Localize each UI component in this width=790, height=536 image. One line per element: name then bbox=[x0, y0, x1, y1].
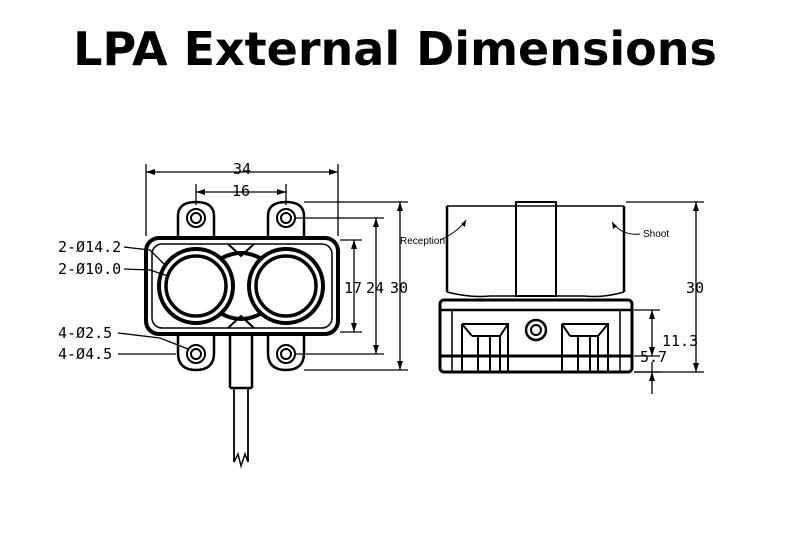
side-center-column bbox=[515, 201, 557, 297]
side-base-edges bbox=[451, 310, 621, 372]
label-mount-inner: 4-Ø2.5 bbox=[58, 324, 112, 342]
dim-line-24 bbox=[296, 217, 384, 355]
front-body-outline bbox=[144, 236, 340, 336]
lens-bridge-notch bbox=[227, 243, 255, 329]
dim-line-34 bbox=[145, 164, 339, 236]
dim-line-30 bbox=[304, 201, 408, 371]
lens-bridge bbox=[221, 251, 261, 321]
label-height-body: 17 bbox=[344, 279, 362, 297]
top-left-mount-hole-outer bbox=[186, 208, 206, 228]
page-title: LPA External Dimensions bbox=[73, 22, 717, 76]
right-lens-outer bbox=[247, 247, 325, 325]
bottom-right-ear bbox=[266, 333, 306, 372]
top-right-mount-hole-inner bbox=[280, 212, 292, 224]
side-left-clip bbox=[461, 323, 509, 372]
label-lens-outer: 2-Ø14.2 bbox=[58, 238, 121, 256]
side-dim-arrow-5-7 bbox=[649, 372, 655, 381]
side-label-height-total: 30 bbox=[686, 279, 704, 297]
cable bbox=[233, 388, 249, 462]
label-height-total: 30 bbox=[390, 279, 408, 297]
top-left-ear bbox=[176, 200, 216, 240]
label-lens-inner: 2-Ø10.0 bbox=[58, 260, 121, 278]
label-mount-outer: 4-Ø4.5 bbox=[58, 345, 112, 363]
side-base-outline bbox=[438, 298, 634, 374]
side-right-clip bbox=[561, 323, 609, 372]
side-label-base-offset: 5.7 bbox=[640, 348, 667, 366]
cable-strain-relief bbox=[228, 336, 254, 390]
right-lens-inner bbox=[254, 254, 318, 318]
top-right-mount-hole-outer bbox=[276, 208, 296, 228]
side-dim-line-5-7 bbox=[634, 362, 660, 394]
top-right-ear bbox=[266, 200, 306, 240]
side-view: Reception Shoot 30 11.3 5.7 bbox=[400, 201, 704, 394]
top-left-mount-hole-inner bbox=[190, 212, 202, 224]
leader-lens-outer bbox=[123, 246, 165, 265]
dim-arrows-16 bbox=[196, 189, 286, 195]
label-shoot: Shoot bbox=[643, 229, 669, 240]
leader-mount-inner bbox=[117, 332, 189, 350]
side-center-screw-outer bbox=[524, 318, 548, 342]
label-height-holes: 24 bbox=[366, 279, 384, 297]
side-center-screw-inner bbox=[530, 324, 542, 336]
side-label-base-height: 11.3 bbox=[662, 332, 698, 350]
leader-reception-arrow bbox=[461, 220, 466, 227]
front-view: 34 16 2-Ø14.2 2-Ø10.0 4-Ø2.5 4-Ø4.5 17 2… bbox=[58, 160, 408, 469]
bottom-left-ear bbox=[176, 333, 216, 372]
left-lens-inner bbox=[164, 254, 228, 318]
label-reception: Reception bbox=[400, 236, 445, 247]
leader-shoot bbox=[611, 221, 641, 235]
cable-break bbox=[233, 451, 249, 469]
side-housing-outline bbox=[445, 206, 626, 292]
bottom-left-mount-hole-outer bbox=[186, 344, 206, 364]
bottom-left-mount-hole-inner bbox=[190, 348, 202, 360]
label-hole-spacing: 16 bbox=[232, 182, 250, 200]
label-overall-width: 34 bbox=[233, 160, 251, 178]
dim-line-17 bbox=[340, 239, 362, 333]
dim-line-16 bbox=[195, 184, 287, 205]
leader-shoot-arrow bbox=[612, 222, 617, 229]
leader-lens-inner bbox=[123, 268, 169, 277]
bottom-right-mount-hole-outer bbox=[276, 344, 296, 364]
front-body-inner-outline bbox=[151, 243, 333, 329]
side-housing-skirt bbox=[446, 291, 625, 298]
left-lens-outer bbox=[157, 247, 235, 325]
bottom-right-mount-hole-inner bbox=[280, 348, 292, 360]
